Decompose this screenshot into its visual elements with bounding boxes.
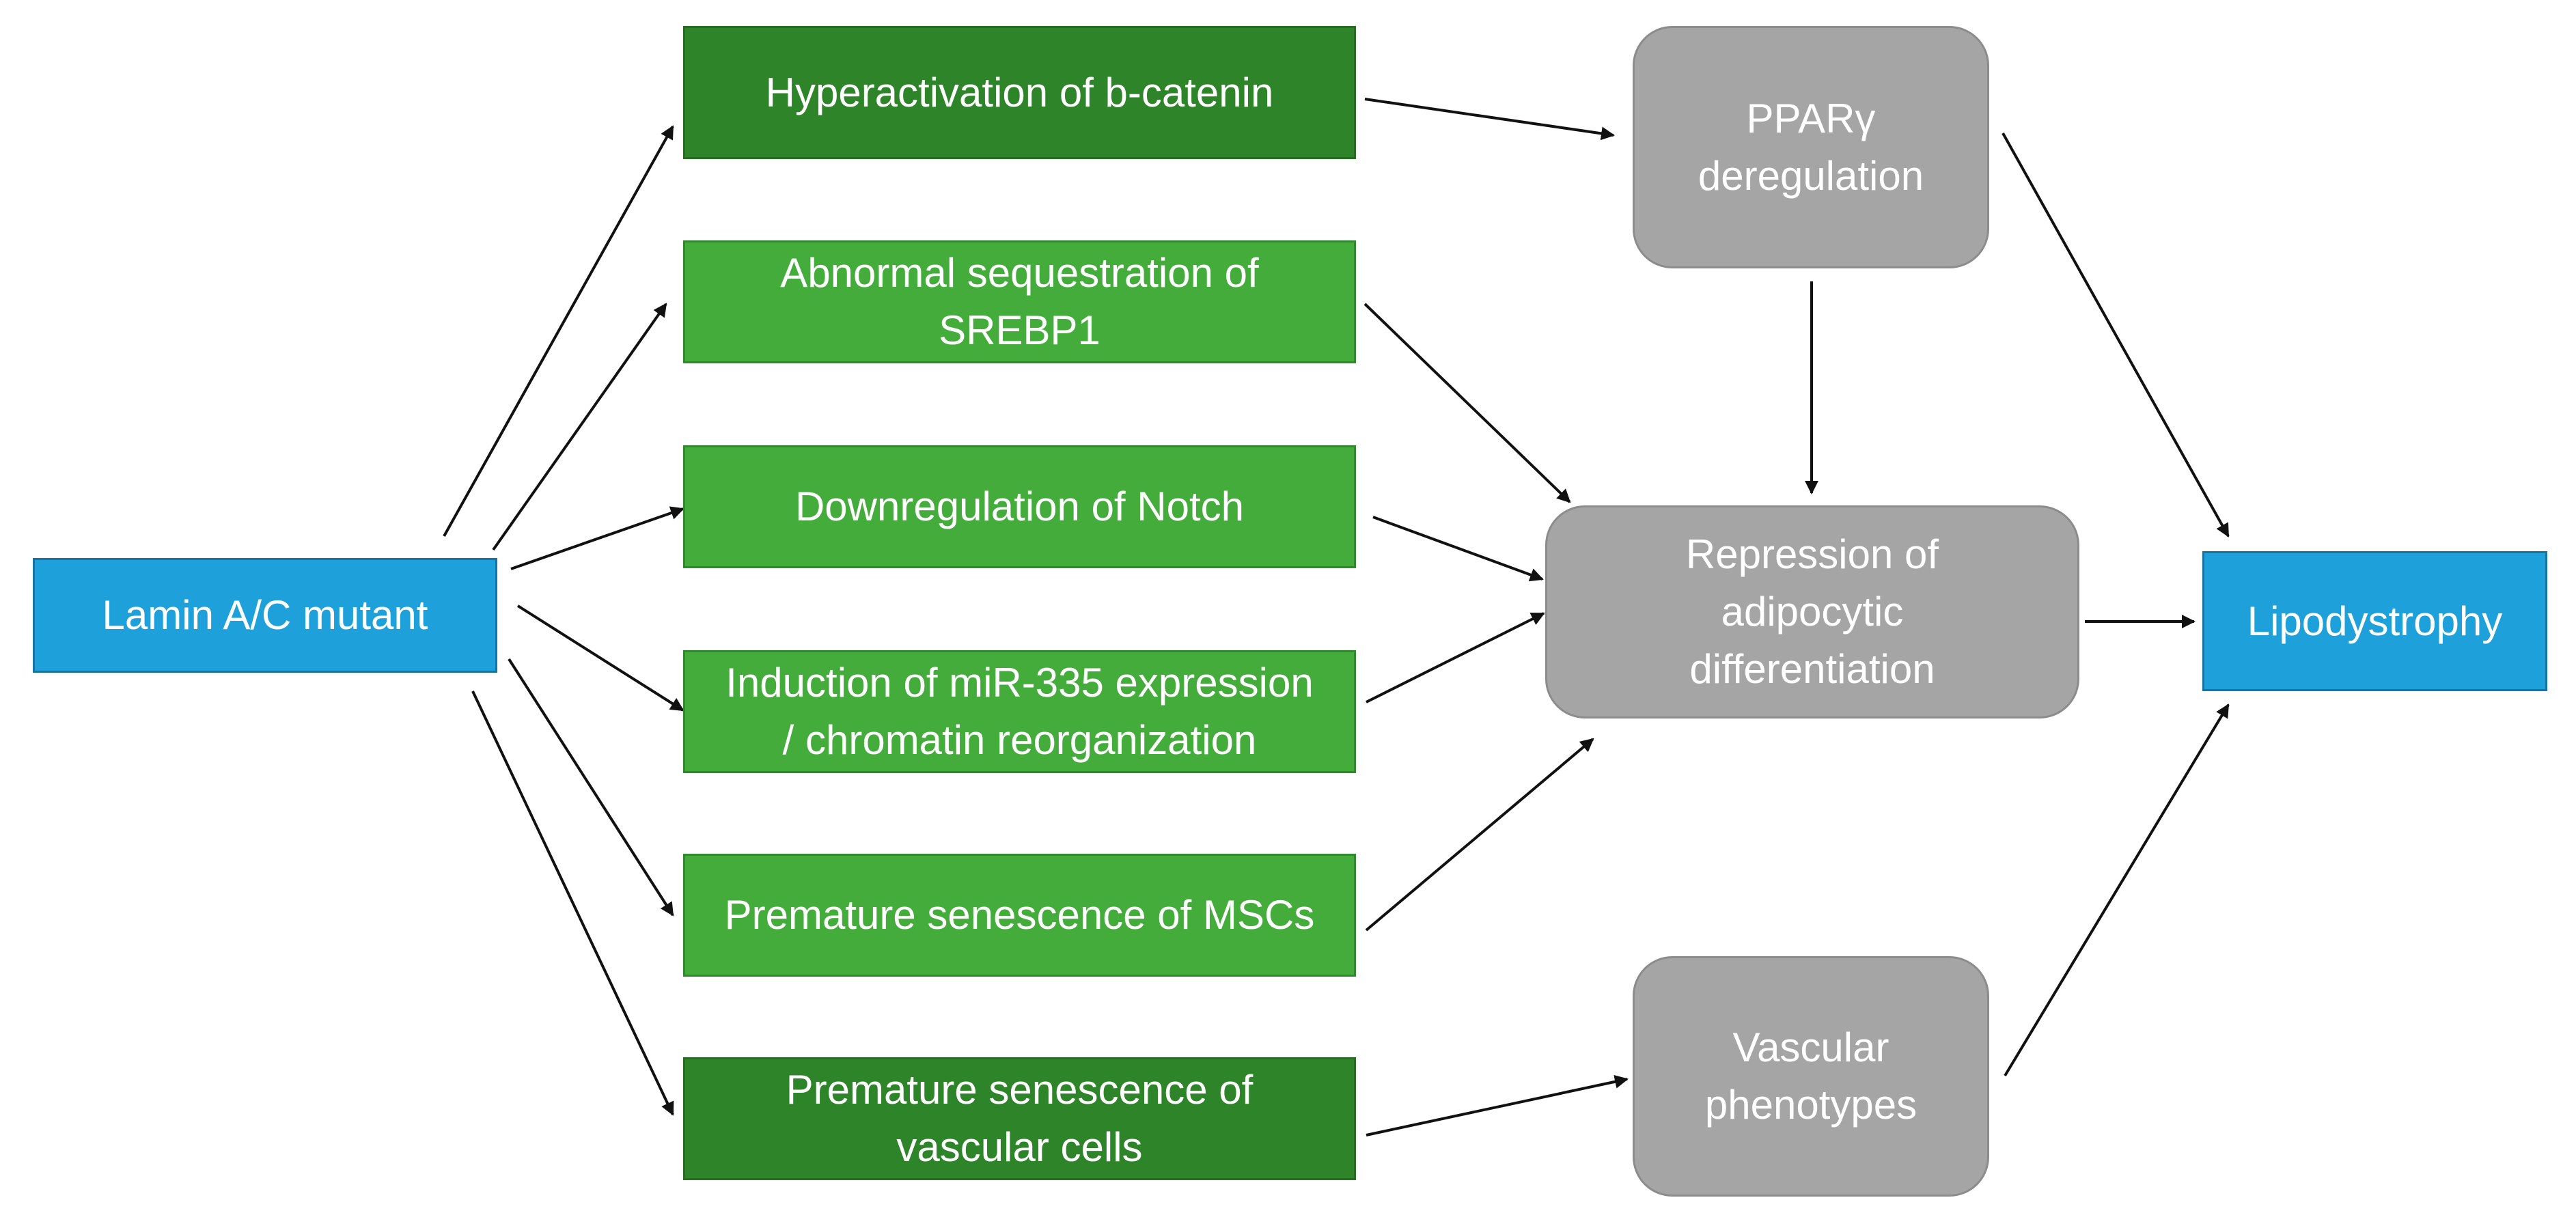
node-label: Premature senescence of MSCs bbox=[724, 892, 1315, 938]
node-premature-senescence-mscs: Premature senescence of MSCs bbox=[683, 854, 1356, 977]
arrow-lamin-to-vascular-cells bbox=[471, 690, 674, 1116]
node-induction-mir-335: Induction of miR-335 expression / chroma… bbox=[683, 650, 1356, 773]
arrow-lamin-to-mir335 bbox=[516, 604, 684, 712]
node-label: Premature senescence of vascular cells bbox=[786, 1067, 1254, 1170]
node-ppar-deregulation: PPARγ deregulation bbox=[1633, 26, 1989, 268]
arrow-srebp1-to-repression bbox=[1363, 303, 1571, 503]
node-premature-senescence-vascular-cells: Premature senescence of vascular cells bbox=[683, 1057, 1356, 1180]
arrow-lamin-to-srebp1 bbox=[492, 303, 667, 551]
arrow-mir335-to-repression bbox=[1366, 612, 1545, 703]
node-label: Hyperactivation of b-catenin bbox=[765, 69, 1274, 115]
node-lipodystrophy: Lipodystrophy bbox=[2202, 551, 2547, 691]
arrow-lamin-to-notch bbox=[510, 506, 684, 570]
node-hyperactivation-b-catenin: Hyperactivation of b-catenin bbox=[683, 26, 1356, 159]
node-label: Repression of adipocytic differentiation bbox=[1685, 531, 1939, 692]
node-repression-adipocytic-differentiation: Repression of adipocytic differentiation bbox=[1545, 505, 2079, 718]
arrow-vascular-pheno-to-lipo bbox=[2004, 703, 2230, 1077]
node-downregulation-notch: Downregulation of Notch bbox=[683, 445, 1356, 568]
arrow-ppar-to-lipo bbox=[2002, 132, 2230, 538]
arrow-vascular-cells-to-vascular-pheno bbox=[1366, 1075, 1629, 1136]
arrow-msc-to-repression bbox=[1365, 738, 1594, 932]
node-label: Vascular phenotypes bbox=[1704, 1024, 1917, 1128]
node-lamin-ac-mutant: Lamin A/C mutant bbox=[33, 558, 497, 673]
arrow-bcatenin-to-ppar bbox=[1364, 98, 1615, 141]
node-label: Lamin A/C mutant bbox=[102, 592, 428, 638]
node-label: Downregulation of Notch bbox=[794, 484, 1245, 529]
arrow-lamin-to-msc bbox=[508, 658, 674, 917]
arrow-lamin-to-bcatenin bbox=[443, 125, 674, 537]
node-label: PPARγ deregulation bbox=[1698, 95, 1924, 199]
arrow-notch-to-repression bbox=[1372, 516, 1544, 582]
node-vascular-phenotypes: Vascular phenotypes bbox=[1633, 956, 1989, 1197]
node-label: Induction of miR-335 expression / chroma… bbox=[725, 660, 1314, 763]
node-abnormal-sequestration-srebp1: Abnormal sequestration of SREBP1 bbox=[683, 240, 1356, 363]
node-label: Lipodystrophy bbox=[2247, 598, 2503, 644]
node-label: Abnormal sequestration of SREBP1 bbox=[780, 250, 1259, 353]
